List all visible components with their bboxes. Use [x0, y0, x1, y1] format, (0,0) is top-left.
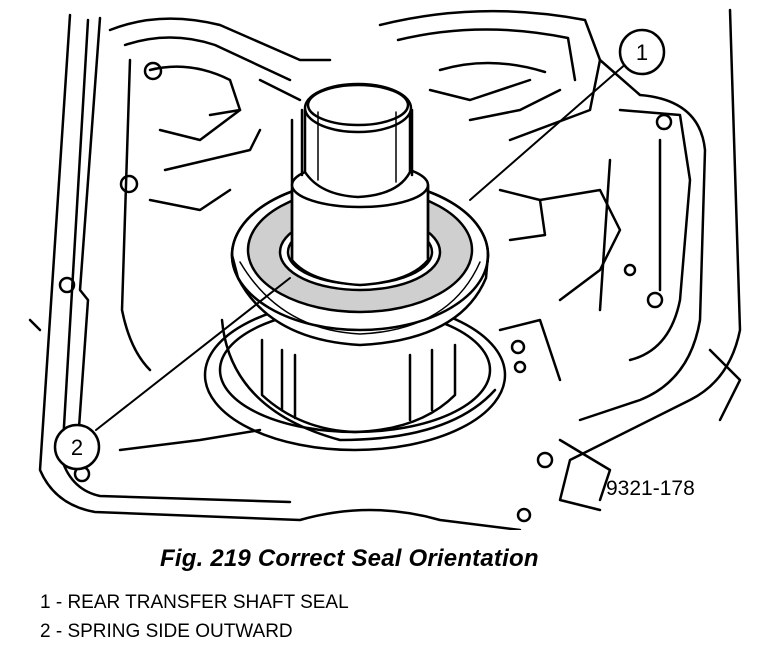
- callout-2: 2: [53, 423, 101, 471]
- legend-item-2: 2 - SPRING SIDE OUTWARD: [40, 621, 293, 642]
- drawing-number: 9321-178: [606, 477, 695, 500]
- seal-illustration: 1 2: [28, 8, 742, 530]
- figure-caption: Fig. 219 Correct Seal Orientation: [160, 545, 539, 572]
- callout-1-label: 1: [636, 40, 648, 65]
- transmission-case: [28, 8, 742, 530]
- bolt-holes: [58, 61, 673, 523]
- legend-item-1: 1 - REAR TRANSFER SHAFT SEAL: [40, 592, 349, 613]
- callout-1: 1: [618, 28, 666, 76]
- callout-2-label: 2: [71, 435, 83, 460]
- transfer-shaft: [290, 82, 430, 287]
- leader-lines: [95, 61, 629, 431]
